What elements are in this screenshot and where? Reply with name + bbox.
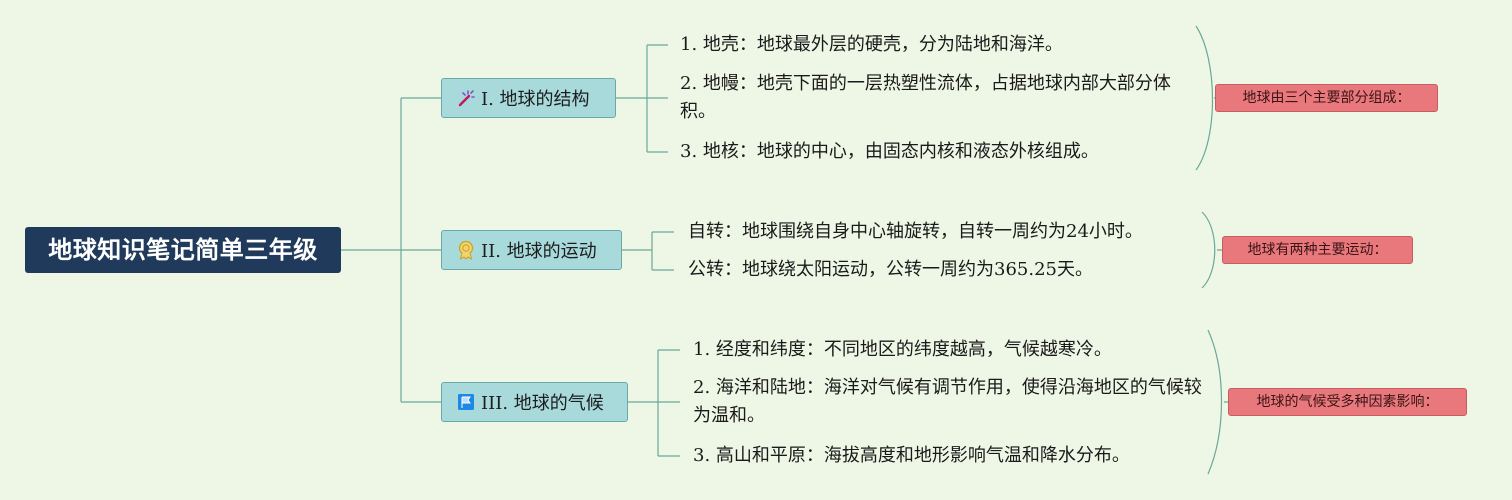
leaf-text: 1. 经度和纬度：不同地区的纬度越高，气候越寒冷。 <box>693 339 1112 360</box>
connector-topic-1 <box>616 44 668 153</box>
summary-brace-1 <box>1195 25 1216 171</box>
leaf-terrain[interactable]: 3. 高山和平原：海拔高度和地形影响气温和降水分布。 <box>693 442 1198 470</box>
leaf-text: 公转：地球绕太阳运动，公转一周约为365.25天。 <box>688 259 1093 280</box>
summary-brace-3 <box>1207 329 1228 475</box>
summary-note-motion[interactable]: 地球有两种主要运动： <box>1222 236 1413 264</box>
leaf-latitude[interactable]: 1. 经度和纬度：不同地区的纬度越高，气候越寒冷。 <box>693 336 1198 364</box>
flag-icon <box>456 392 476 412</box>
topic-label: II. 地球的运动 <box>481 241 597 262</box>
topic-label: III. 地球的气候 <box>481 393 604 414</box>
topic-earth-motion[interactable]: II. 地球的运动 <box>441 230 622 270</box>
note-text: 地球有两种主要运动： <box>1247 242 1388 258</box>
leaf-text: 1. 地壳：地球最外层的硬壳，分为陆地和海洋。 <box>680 34 1063 55</box>
note-text: 地球的气候受多种因素影响： <box>1256 394 1439 410</box>
connector-topic-2 <box>622 231 674 271</box>
summary-note-climate[interactable]: 地球的气候受多种因素影响： <box>1228 388 1467 416</box>
leaf-text: 2. 海洋和陆地：海洋对气候有调节作用，使得沿海地区的气候较为温和。 <box>693 377 1202 426</box>
connector-root-trunk <box>341 97 441 403</box>
summary-note-structure[interactable]: 地球由三个主要部分组成： <box>1215 84 1438 112</box>
topic-earth-climate[interactable]: III. 地球的气候 <box>441 382 628 422</box>
root-title: 地球知识笔记简单三年级 <box>48 236 318 264</box>
leaf-revolution[interactable]: 公转：地球绕太阳运动，公转一周约为365.25天。 <box>688 256 1193 284</box>
leaf-core[interactable]: 3. 地核：地球的中心，由固态内核和液态外核组成。 <box>680 138 1185 166</box>
leaf-text: 自转：地球围绕自身中心轴旋转，自转一周约为24小时。 <box>688 221 1143 242</box>
leaf-crust[interactable]: 1. 地壳：地球最外层的硬壳，分为陆地和海洋。 <box>680 31 1185 59</box>
summary-brace-2 <box>1201 211 1222 289</box>
note-text: 地球由三个主要部分组成： <box>1242 90 1411 106</box>
topic-label: I. 地球的结构 <box>481 89 590 110</box>
leaf-text: 2. 地幔：地壳下面的一层热塑性流体，占据地球内部大部分体积。 <box>680 73 1171 122</box>
leaf-text: 3. 地核：地球的中心，由固态内核和液态外核组成。 <box>680 141 1099 162</box>
connector-topic-3 <box>628 349 680 457</box>
root-topic[interactable]: 地球知识笔记简单三年级 <box>25 227 341 273</box>
topic-earth-structure[interactable]: I. 地球的结构 <box>441 78 616 118</box>
leaf-mantle[interactable]: 2. 地幔：地壳下面的一层热塑性流体，占据地球内部大部分体积。 <box>680 70 1190 126</box>
medal-icon <box>456 240 476 261</box>
leaf-ocean-land[interactable]: 2. 海洋和陆地：海洋对气候有调节作用，使得沿海地区的气候较为温和。 <box>693 374 1203 430</box>
leaf-text: 3. 高山和平原：海拔高度和地形影响气温和降水分布。 <box>693 445 1130 466</box>
magic-wand-icon <box>456 88 476 108</box>
leaf-rotation[interactable]: 自转：地球围绕自身中心轴旋转，自转一周约为24小时。 <box>688 218 1193 246</box>
